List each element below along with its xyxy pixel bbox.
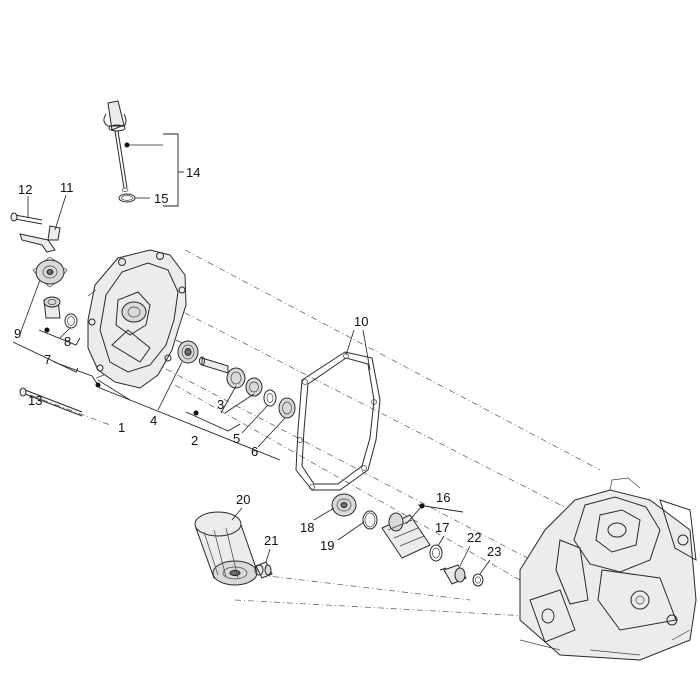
callout-2: 2 [191, 433, 198, 448]
callout-17: 17 [435, 520, 449, 535]
callout-18: 18 [300, 520, 314, 535]
callout-6: 6 [251, 444, 258, 459]
washer-5 [263, 389, 277, 407]
callout-21: 21 [264, 533, 278, 548]
leader-lines [12, 194, 491, 575]
dot-7 [44, 327, 50, 333]
callout-20: 20 [236, 492, 250, 507]
bearing-4 [177, 340, 199, 364]
oil-filter-20 [194, 511, 258, 586]
bushing-7 [43, 296, 61, 319]
seal-8 [64, 313, 78, 329]
sensor-22 [439, 564, 467, 585]
callout-7: 7 [44, 352, 51, 367]
shaft-2 [199, 356, 229, 374]
screen-filter-16 [381, 512, 431, 559]
seal-6 [278, 397, 296, 419]
callout-8: 8 [64, 334, 71, 349]
callout-5: 5 [233, 431, 240, 446]
callout-16: 16 [436, 490, 450, 505]
callout-12: 12 [18, 182, 32, 197]
callout-10: 10 [354, 314, 368, 329]
o-ring-19 [362, 510, 378, 530]
engine-assembly [519, 477, 697, 661]
callout-9: 9 [14, 326, 21, 341]
callout-14: 14 [186, 165, 200, 180]
callout-1: 1 [118, 420, 125, 435]
bearing-3 [226, 367, 263, 397]
union-21 [254, 561, 273, 579]
dot-14 [124, 142, 130, 148]
o-ring-15 [118, 193, 136, 203]
callout-13: 13 [28, 393, 42, 408]
plug-18 [331, 493, 357, 517]
callout-labels: 14 15 12 11 10 9 8 7 13 1 4 3 2 5 6 20 1… [14, 165, 501, 559]
callout-15: 15 [154, 191, 168, 206]
washer-23 [472, 573, 484, 587]
long-bolt-13 [19, 387, 83, 417]
crankcase-cover-1 [87, 249, 187, 389]
dot-1 [95, 382, 101, 388]
callout-4: 4 [150, 413, 157, 428]
bolt-12 [10, 212, 43, 225]
o-ring-17 [429, 544, 443, 562]
bracket-14-15 [124, 133, 184, 207]
gear-9 [32, 256, 68, 288]
callout-19: 19 [320, 538, 334, 553]
dipstick [103, 100, 129, 192]
dot-2 [193, 410, 199, 416]
callout-3: 3 [217, 397, 224, 412]
callout-22: 22 [467, 530, 481, 545]
gasket-10 [295, 351, 381, 491]
callout-11: 11 [60, 180, 74, 195]
callout-23: 23 [487, 544, 501, 559]
bracket-11 [19, 225, 61, 253]
